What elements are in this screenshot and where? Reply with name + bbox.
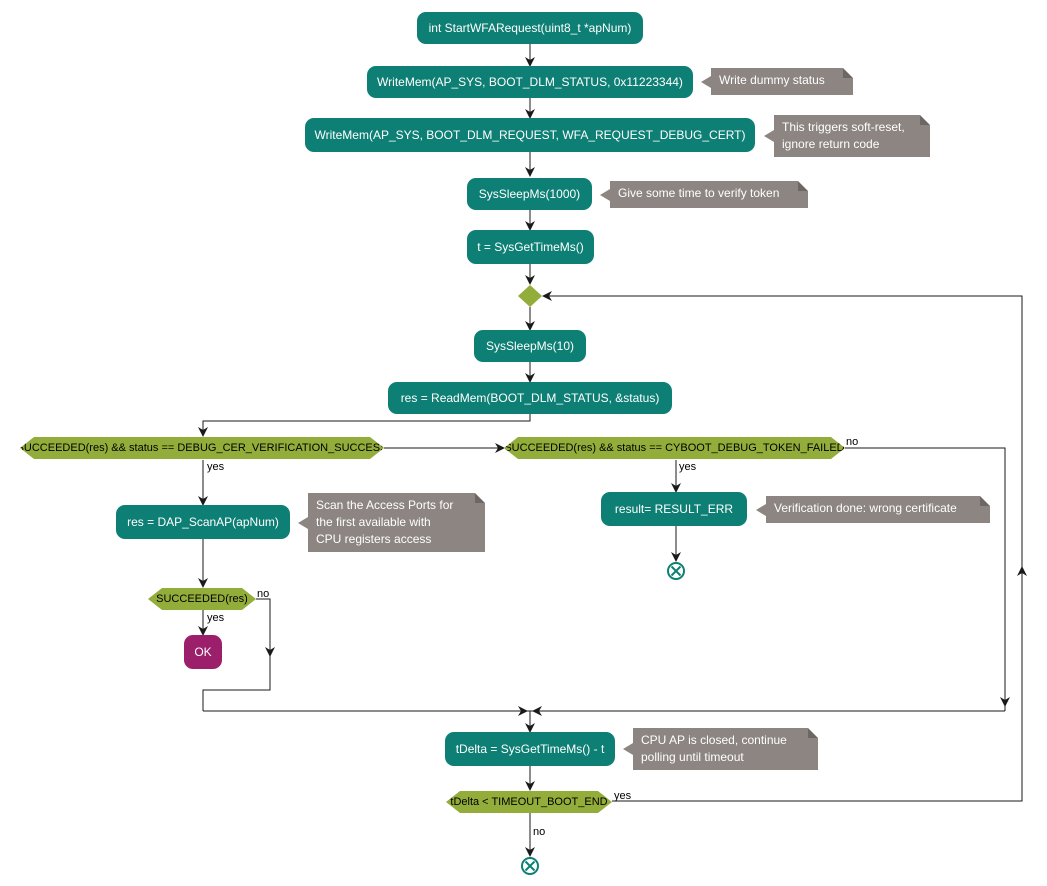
- diamond-merge-icon: [518, 285, 542, 307]
- stop-circle-x-icon: [521, 857, 539, 875]
- note-verify-token: Give some time to verify token: [600, 181, 808, 208]
- edge-check-no: [202, 598, 271, 711]
- stop-circle-x-icon: [667, 562, 685, 580]
- action-sleep-1000[interactable]: SysSleepMs(1000): [467, 178, 592, 210]
- label-token-yes: yes: [679, 461, 697, 473]
- terminal-ok[interactable]: OK: [184, 635, 222, 669]
- label-timeout-yes: yes: [614, 790, 632, 802]
- action-result-err[interactable]: result= RESULT_ERR: [601, 492, 747, 526]
- action-start[interactable]: int StartWFARequest(uint8_t *apNum): [417, 12, 643, 44]
- action-read-mem[interactable]: res = ReadMem(BOOT_DLM_STATUS, &status): [388, 382, 672, 414]
- action-write-request[interactable]: WriteMem(AP_SYS, BOOT_DLM_REQUEST, WFA_R…: [305, 118, 755, 152]
- edge-timeout-yes-loop: [542, 291, 1023, 802]
- condition-scan-ok[interactable]: SUCCEEDED(res): [148, 588, 256, 610]
- note-wrong-cert: Verification done: wrong certificate: [756, 496, 990, 523]
- condition-token-failed[interactable]: SUCCEEDED(res) && status == CYBOOT_DEBUG…: [504, 437, 845, 459]
- label-token-no: no: [846, 436, 859, 448]
- action-delta[interactable]: tDelta = SysGetTimeMs() - t: [445, 732, 615, 766]
- edge-token-no: [845, 447, 1006, 711]
- note-cpu-ap-closed: CPU AP is closed, continue polling until…: [623, 728, 818, 770]
- label-scan-no: no: [257, 588, 270, 600]
- action-scan-ap[interactable]: res = DAP_ScanAP(apNum): [116, 505, 290, 539]
- note-scan-ports: Scan the Access Ports for the first avai…: [298, 493, 485, 552]
- condition-timeout[interactable]: tDelta < TIMEOUT_BOOT_END: [446, 791, 612, 813]
- note-dummy-status: Write dummy status: [701, 68, 853, 95]
- edge-read-split: [198, 414, 531, 437]
- action-get-time[interactable]: t = SysGetTimeMs(): [467, 230, 594, 264]
- action-write-status[interactable]: WriteMem(AP_SYS, BOOT_DLM_STATUS, 0x1122…: [367, 66, 693, 98]
- label-success-yes: yes: [207, 461, 225, 473]
- condition-success[interactable]: SUCCEEDED(res) && status == DEBUG_CER_VE…: [20, 437, 384, 459]
- label-timeout-no: no: [533, 826, 546, 838]
- label-scan-yes: yes: [207, 612, 225, 624]
- note-soft-reset: This triggers soft-reset, ignore return …: [764, 115, 930, 157]
- action-sleep-10[interactable]: SysSleepMs(10): [474, 330, 586, 362]
